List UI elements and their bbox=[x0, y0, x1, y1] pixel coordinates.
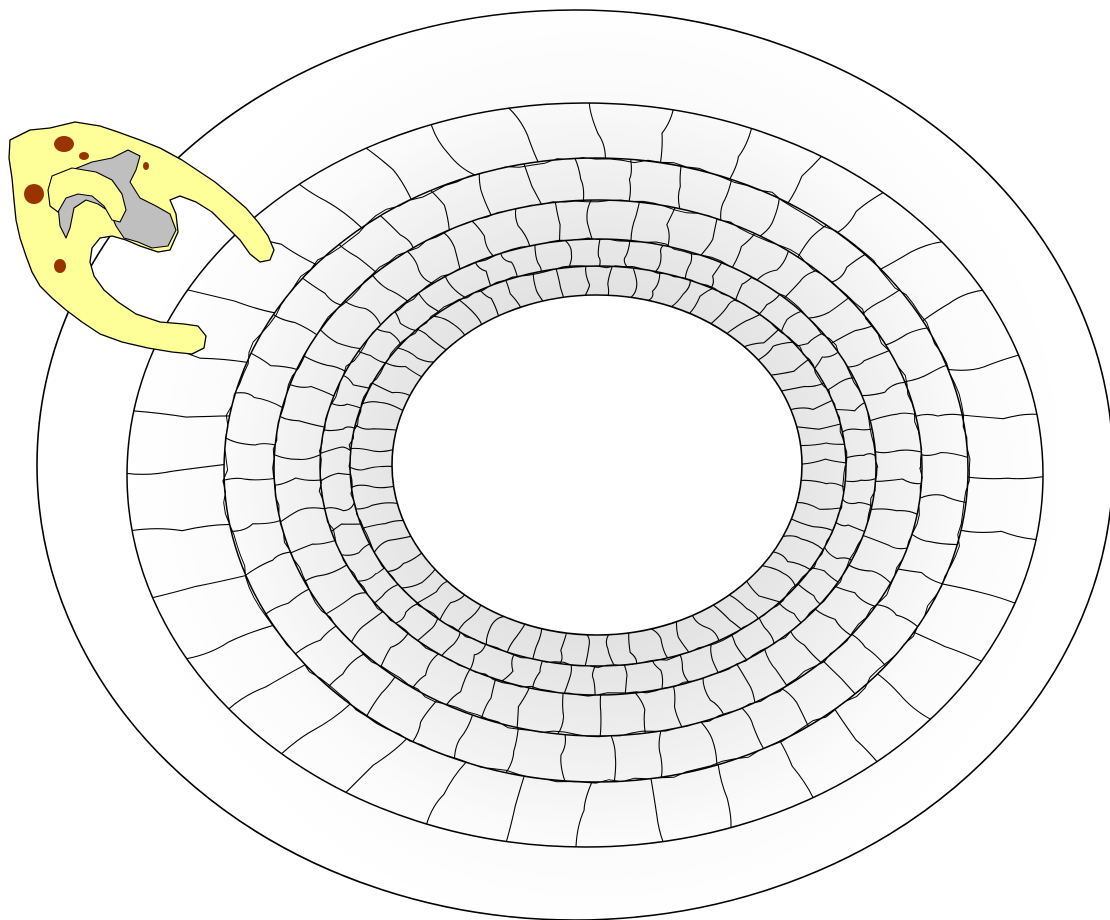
blob-spot bbox=[79, 152, 89, 160]
blob-spot bbox=[54, 136, 74, 152]
blob-spot bbox=[143, 162, 149, 170]
inner-hole bbox=[392, 295, 802, 635]
blob-spot bbox=[24, 184, 44, 204]
blob-spot bbox=[54, 259, 66, 273]
